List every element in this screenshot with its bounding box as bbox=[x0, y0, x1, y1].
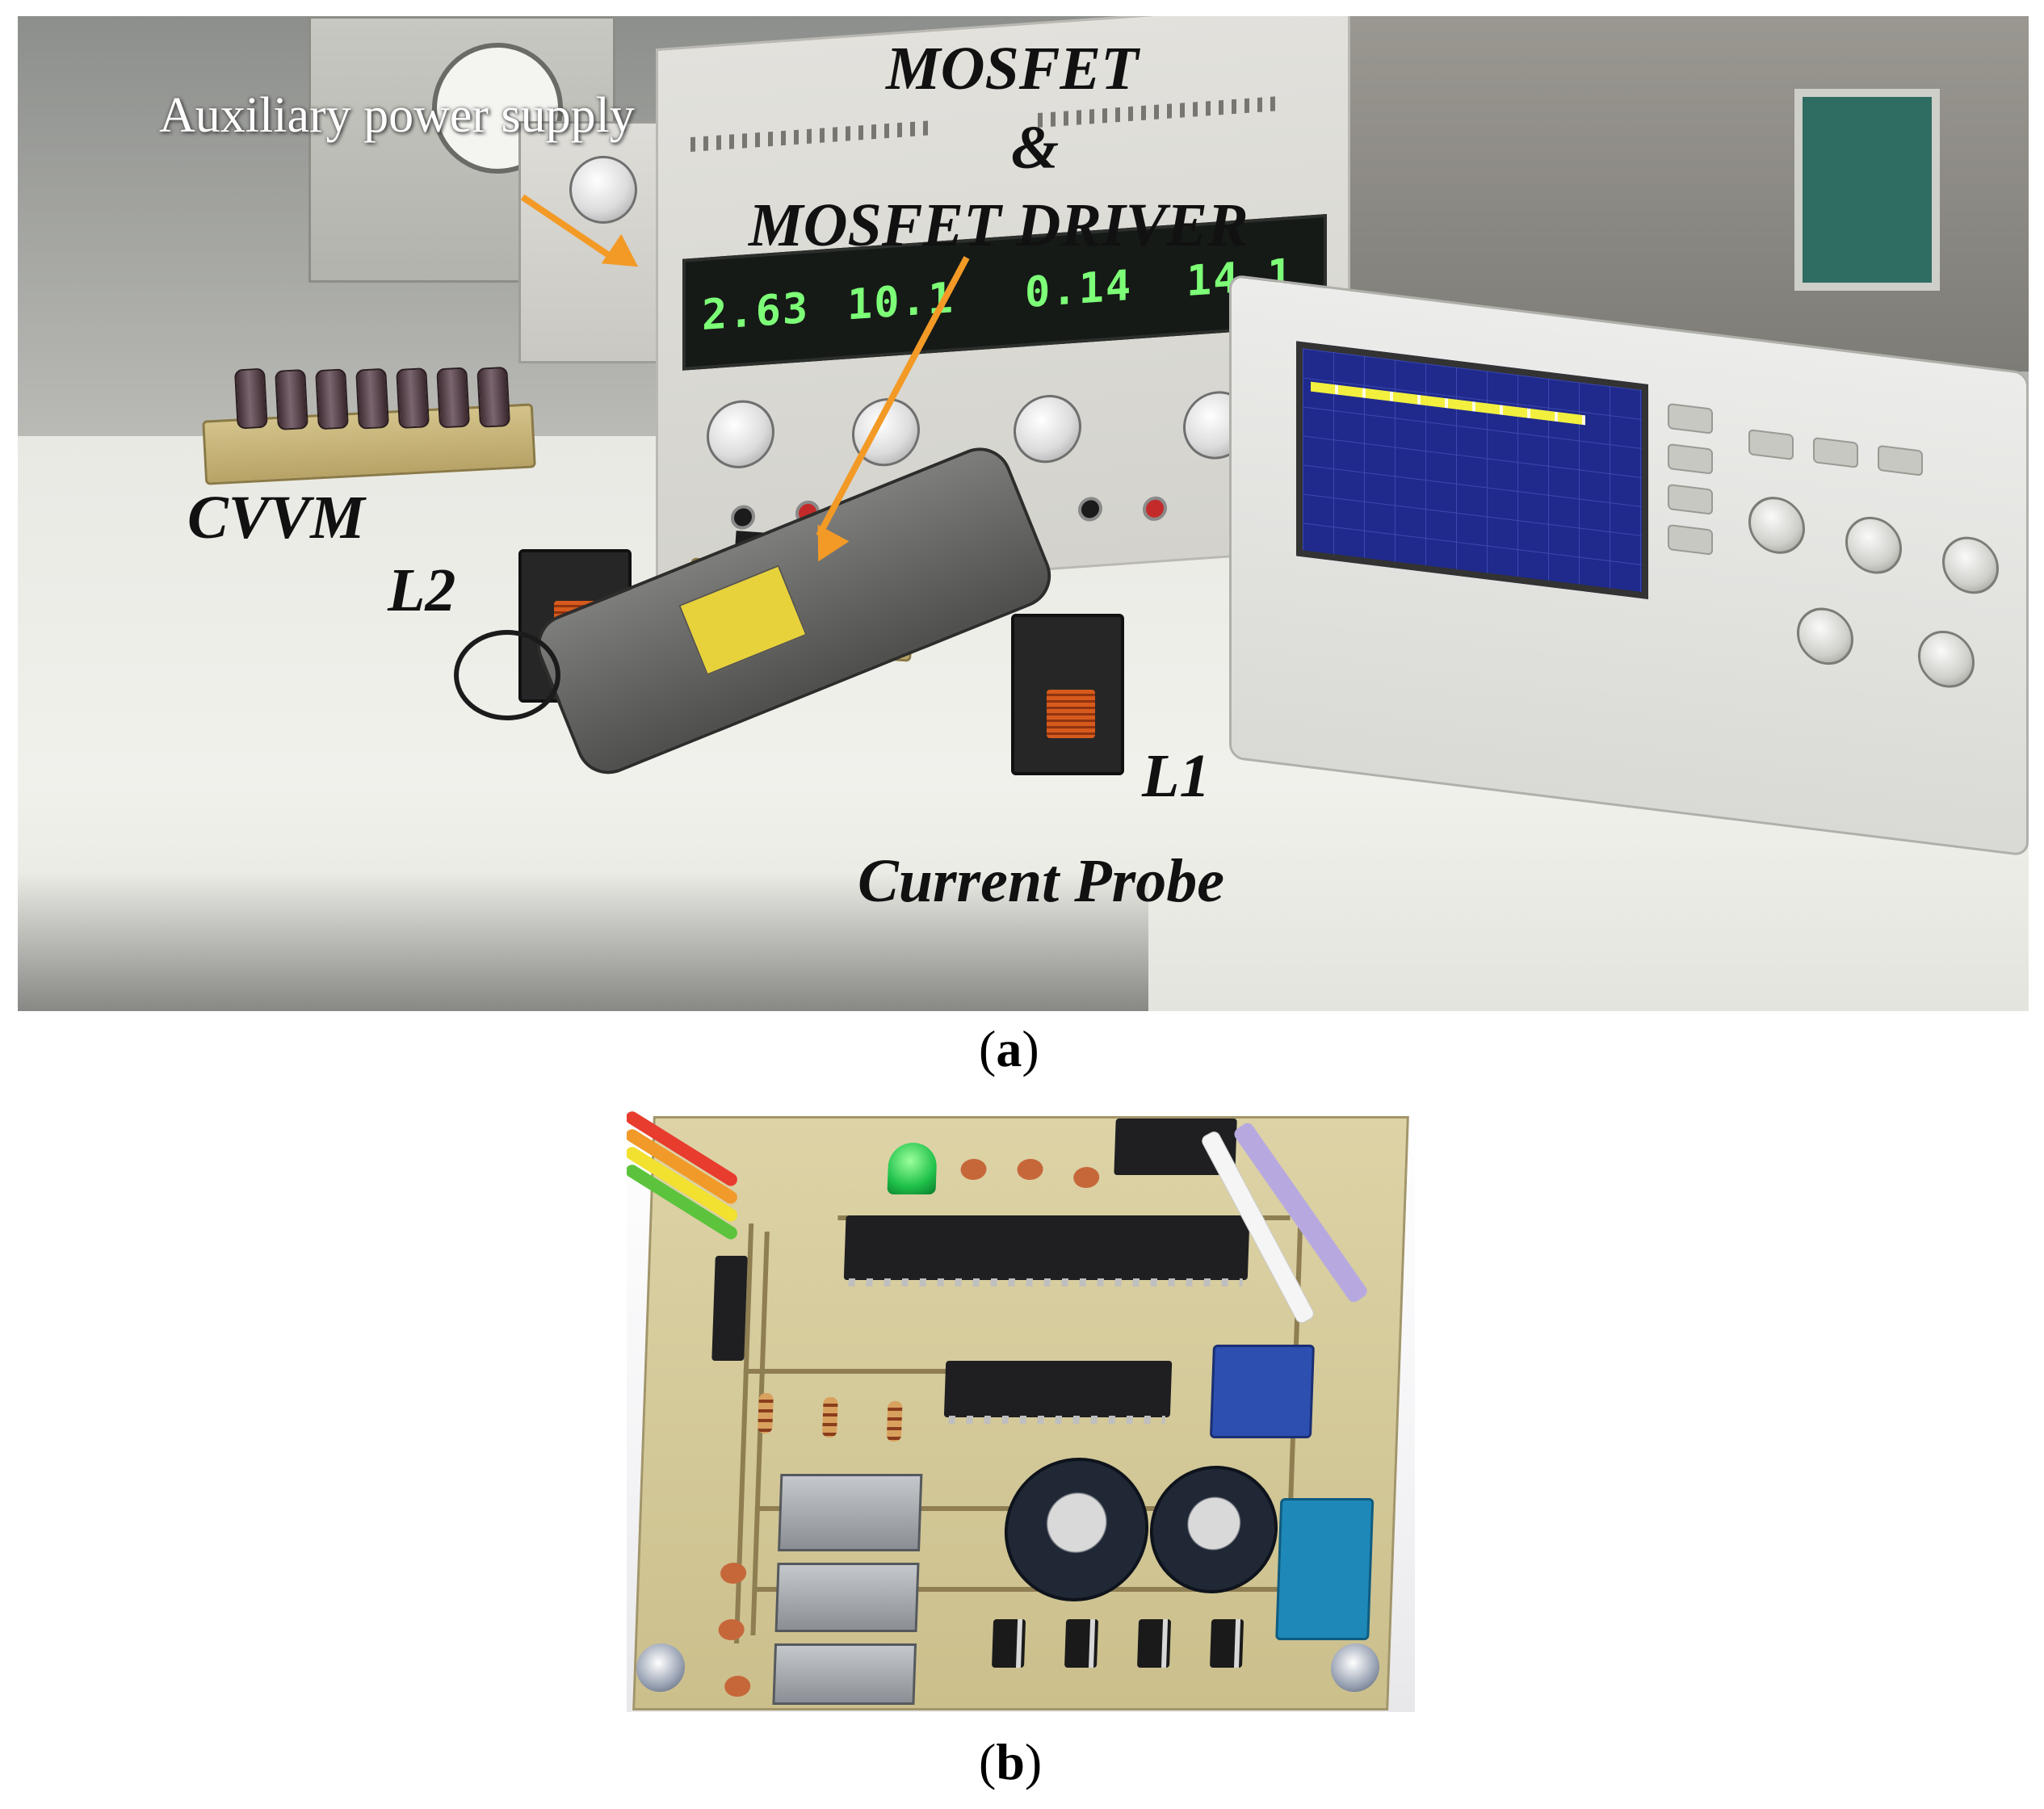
scope-button bbox=[1668, 443, 1713, 475]
scope-button bbox=[1748, 429, 1794, 461]
ceramic-capacitor bbox=[724, 1676, 751, 1697]
scope-knob bbox=[1942, 533, 1999, 598]
voltage-regulator bbox=[778, 1474, 923, 1551]
caption-a: (a) bbox=[979, 1019, 1039, 1079]
ic-pins bbox=[948, 1416, 1165, 1424]
psu-knob-3 bbox=[1014, 392, 1081, 466]
scope-button bbox=[1668, 523, 1713, 556]
electrolytic-capacitor bbox=[1148, 1466, 1280, 1593]
caption-a-letter: a bbox=[996, 1020, 1022, 1077]
voltage-regulator bbox=[772, 1643, 917, 1705]
psu-readout-1: 2.63 bbox=[702, 283, 810, 341]
scope-button bbox=[1813, 436, 1858, 468]
diode bbox=[1210, 1619, 1244, 1668]
microcontroller-ic bbox=[843, 1215, 1250, 1286]
wire-loop bbox=[454, 630, 560, 720]
scope-button bbox=[1668, 483, 1713, 515]
mounting-screw bbox=[1329, 1643, 1381, 1692]
capacitor bbox=[476, 366, 511, 428]
control-board-photo bbox=[627, 1100, 1415, 1712]
pcb-trace bbox=[750, 1232, 770, 1635]
caption-b: (b) bbox=[979, 1732, 1042, 1792]
mounting-screw bbox=[635, 1643, 686, 1692]
scope-knob bbox=[1918, 627, 1975, 691]
label-mosfet-driver: MOSFET DRIVER bbox=[749, 191, 1249, 259]
scope-knob bbox=[1797, 604, 1853, 669]
capacitor bbox=[233, 367, 268, 430]
inductor-l1 bbox=[1011, 614, 1124, 775]
label-cvvm: CVVM bbox=[187, 484, 365, 552]
psu-knob-1 bbox=[707, 397, 774, 471]
capacitor bbox=[396, 367, 430, 430]
voltage-regulator bbox=[774, 1563, 920, 1632]
resistor bbox=[886, 1401, 903, 1442]
caption-a-open: ( bbox=[979, 1020, 997, 1077]
label-current-probe: Current Probe bbox=[858, 847, 1224, 915]
psu-jack bbox=[1078, 496, 1102, 523]
caption-b-open: ( bbox=[979, 1733, 997, 1790]
ceramic-capacitor bbox=[1017, 1159, 1043, 1180]
ceramic-capacitor bbox=[960, 1159, 987, 1180]
inductor-coil bbox=[1047, 690, 1095, 738]
ic-pins bbox=[848, 1278, 1243, 1286]
probe-warning-label bbox=[678, 565, 808, 676]
caption-a-close: ) bbox=[1022, 1020, 1039, 1077]
scope-screen bbox=[1296, 341, 1648, 599]
label-l2: L2 bbox=[388, 556, 456, 624]
trimmer-potentiometer bbox=[1209, 1345, 1315, 1438]
lab-setup-photo: 2.63 10.1 0.14 14.1 bbox=[18, 16, 2029, 1011]
label-l1: L1 bbox=[1142, 742, 1211, 810]
diode bbox=[992, 1619, 1026, 1668]
capacitor bbox=[436, 367, 471, 429]
capacitor bbox=[315, 368, 349, 430]
aux-knob bbox=[569, 156, 637, 224]
header-connector bbox=[711, 1256, 748, 1361]
caption-b-close: ) bbox=[1024, 1733, 1043, 1790]
psu-jack bbox=[1143, 495, 1167, 522]
capacitor bbox=[355, 367, 389, 430]
psu-vent-left bbox=[690, 120, 933, 153]
scope-knob bbox=[1845, 513, 1902, 577]
resistor bbox=[821, 1397, 838, 1438]
driver-ic bbox=[943, 1361, 1173, 1424]
scope-button bbox=[1878, 444, 1923, 476]
capacitor bbox=[275, 369, 308, 430]
ceramic-capacitor bbox=[720, 1563, 747, 1584]
label-mosfet: MOSFET bbox=[886, 35, 1139, 103]
psu-jack bbox=[731, 504, 755, 531]
ceramic-capacitor bbox=[1072, 1167, 1100, 1188]
scope-knob bbox=[1748, 493, 1805, 557]
rear-scope-screen bbox=[1794, 89, 1940, 291]
electrolytic-capacitor bbox=[1001, 1458, 1152, 1601]
screw-terminal-block bbox=[1275, 1498, 1375, 1640]
label-ampersand: & bbox=[1011, 114, 1060, 182]
caption-b-letter: b bbox=[996, 1733, 1025, 1790]
green-led bbox=[887, 1143, 938, 1194]
scope-grid bbox=[1303, 348, 1642, 592]
bench-shadow bbox=[18, 872, 1148, 1011]
ceramic-capacitor bbox=[718, 1619, 745, 1640]
label-auxiliary-power-supply: Auxiliary power supply bbox=[159, 88, 635, 143]
psu-readout-3: 0.14 bbox=[1025, 261, 1133, 318]
diode bbox=[1137, 1619, 1172, 1668]
resistor bbox=[758, 1393, 774, 1433]
scope-button bbox=[1668, 402, 1713, 434]
diode bbox=[1064, 1619, 1099, 1668]
